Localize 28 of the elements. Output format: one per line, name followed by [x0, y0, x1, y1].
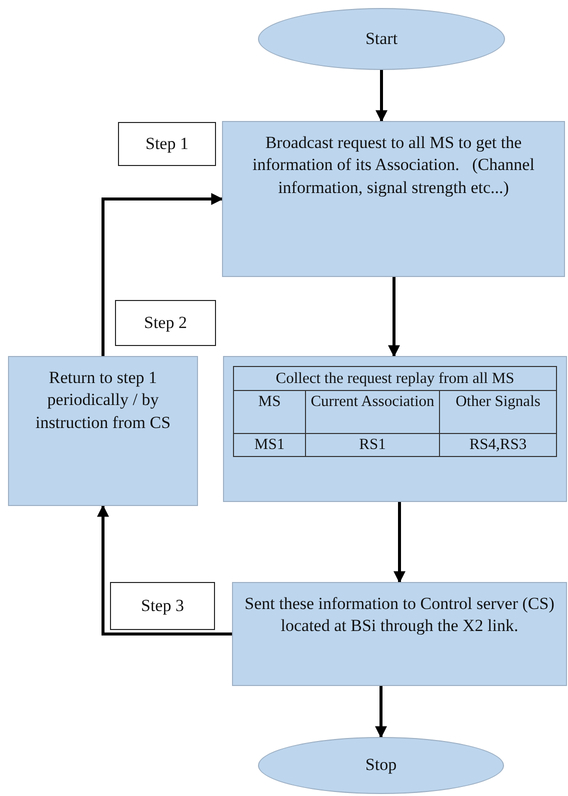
- arrow: [102, 193, 224, 356]
- step-box: [118, 122, 216, 166]
- node-text: Return to step 1 periodically / by instruction from CS: [34, 367, 172, 434]
- node-text: Step 2: [144, 312, 187, 334]
- arrow: [97, 504, 232, 636]
- arrow: [388, 277, 400, 358]
- table-cell: Current Association: [306, 391, 440, 434]
- process-box: [8, 356, 198, 506]
- process-box: [223, 356, 567, 502]
- node-text: Stop: [365, 754, 397, 776]
- table-cell: MS: [234, 391, 306, 434]
- arrow: [375, 686, 387, 738]
- node-text: Step 1: [146, 132, 188, 155]
- table-cell: RS1: [306, 434, 440, 456]
- step-box: [110, 582, 215, 630]
- process-box: [232, 582, 567, 686]
- table-cell-text: RS4,RS3: [468, 435, 528, 456]
- arrow: [394, 502, 406, 584]
- table-cell: MS1: [234, 434, 306, 456]
- arrow: [376, 70, 388, 122]
- node-text: Step 3: [141, 594, 184, 617]
- node-text: Broadcast request to all MS to get the information of its Association. (Channel information, signal strength etc...): [252, 132, 536, 199]
- table-header-cell: Collect the request replay from all MS: [234, 367, 556, 392]
- table-cell: Other Signals: [440, 391, 556, 434]
- process-box: [222, 121, 565, 277]
- step-box: [115, 300, 216, 346]
- node-text: Sent these information to Control server (CS) located at BSi through the X2 link.: [244, 593, 556, 638]
- node-text: Start: [365, 28, 398, 50]
